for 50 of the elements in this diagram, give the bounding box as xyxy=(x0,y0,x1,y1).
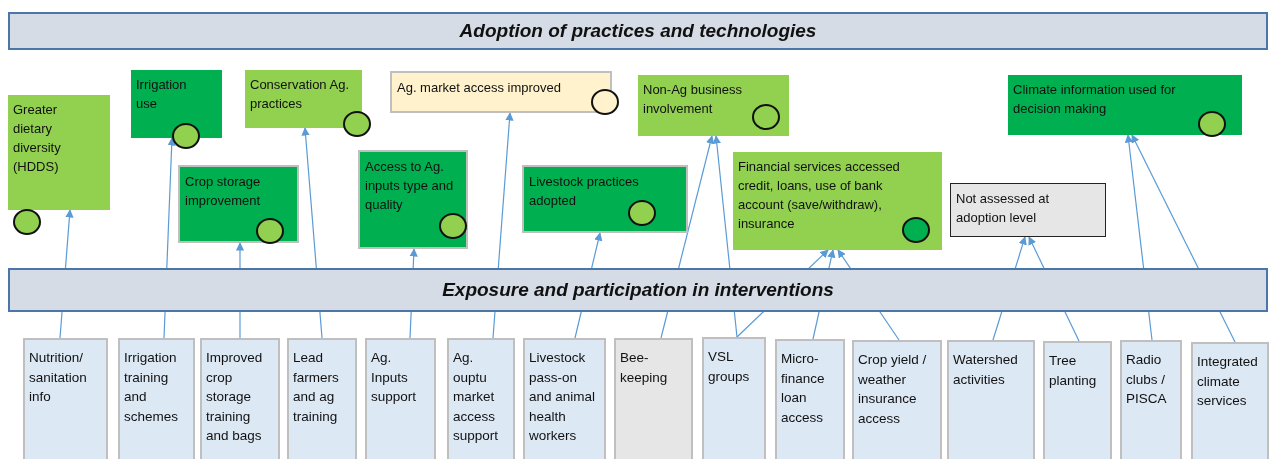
intervention-box xyxy=(287,338,357,459)
intervention-box xyxy=(1120,340,1182,459)
intervention-label: Lead farmers and ag training xyxy=(293,350,339,424)
outcome-label: Crop storage improvement xyxy=(185,173,262,210)
intervention-box xyxy=(200,338,280,459)
intervention-label: Improved crop storage training and bags xyxy=(206,350,263,444)
intervention-label: Tree planting xyxy=(1049,353,1097,388)
intervention-box xyxy=(365,338,436,459)
outcome-label: Ag. market access improved xyxy=(397,79,562,97)
intervention-box xyxy=(23,338,108,459)
intervention-box xyxy=(702,337,766,459)
intervention-box xyxy=(523,338,606,459)
intervention-box xyxy=(852,340,942,459)
outcome-box xyxy=(638,75,789,136)
outcome-label: Conservation Ag. practices xyxy=(250,76,350,113)
intervention-box xyxy=(447,338,515,459)
intervention-label: Watershed activities xyxy=(953,352,1018,387)
outcome-box xyxy=(178,165,299,243)
intervention-box xyxy=(775,339,845,459)
outcome-box xyxy=(733,152,942,250)
intervention-box xyxy=(1043,341,1112,459)
intervention-label: Livestock pass-on and animal health workers xyxy=(529,350,596,444)
outcome-label: Livestock practices adopted xyxy=(529,173,640,210)
outcome-label: Climate information used for decision making xyxy=(1013,81,1177,118)
intervention-label: Nutrition/ sanitation info xyxy=(29,350,87,405)
outcome-label: Irrigation use xyxy=(136,76,188,113)
intervention-label: Ag. Inputs support xyxy=(371,350,417,405)
intervention-label: Integrated climate services xyxy=(1197,354,1258,409)
intervention-label: VSL groups xyxy=(708,349,750,384)
intervention-label: Crop yield / weather insurance access xyxy=(858,352,927,426)
intervention-box xyxy=(1191,342,1269,459)
outcome-box xyxy=(950,183,1106,237)
outcome-box xyxy=(1008,75,1242,135)
outcome-label: Financial services accessed credit, loans, use of bank account (save/withdraw), insurance xyxy=(738,158,901,233)
band-title: Exposure and participation in interventions xyxy=(442,279,834,301)
outcome-box xyxy=(358,150,468,249)
intervention-label: Micro-finance loan access xyxy=(781,351,825,425)
band-title: Adoption of practices and technologies xyxy=(459,20,817,42)
outcome-label: Greater dietary diversity (HDDS) xyxy=(13,101,62,176)
intervention-box xyxy=(118,338,195,459)
outcome-label: Non-Ag business involvement xyxy=(643,81,743,118)
intervention-label: Ag. ouptu market access support xyxy=(453,350,499,444)
outcome-label: Access to Ag. inputs type and quality xyxy=(365,158,455,214)
outcome-label: Not assessed at adoption level xyxy=(956,190,1051,227)
outcome-box xyxy=(522,165,688,233)
intervention-label: Radio clubs / PISCA xyxy=(1126,352,1167,407)
intervention-label: Irrigation training and schemes xyxy=(124,350,179,424)
intervention-box xyxy=(614,338,693,459)
intervention-label: Bee-keeping xyxy=(620,350,668,385)
intervention-box xyxy=(947,340,1035,459)
